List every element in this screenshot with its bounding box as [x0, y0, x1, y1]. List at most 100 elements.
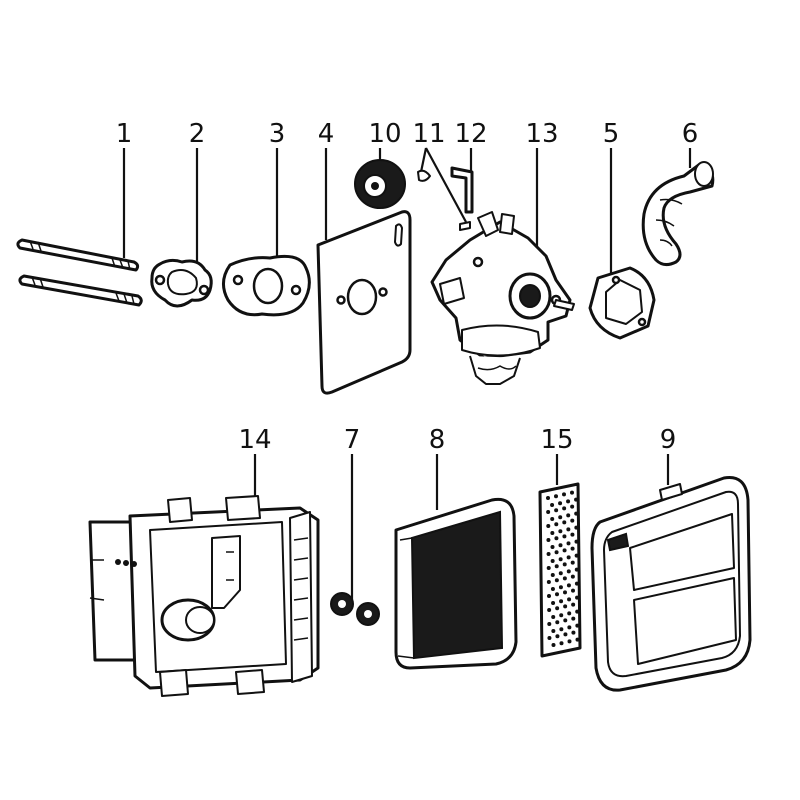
foam-dot	[570, 532, 575, 537]
callout-10: 10	[368, 119, 401, 149]
foam-dot	[563, 632, 568, 637]
foam-dot	[558, 501, 563, 506]
foam-dot	[554, 508, 559, 513]
callout-6: 6	[682, 119, 699, 149]
foam-dot	[575, 595, 580, 600]
foam-perforations	[546, 490, 580, 647]
part-7-nuts	[330, 592, 380, 626]
part-14-filter-base	[88, 495, 320, 697]
foam-dot	[567, 625, 572, 630]
foam-dot	[555, 634, 560, 639]
foam-dot	[566, 541, 571, 546]
foam-dot	[550, 545, 555, 549]
foam-dot	[554, 536, 559, 541]
foam-dot	[563, 618, 568, 623]
foam-dot	[567, 597, 572, 602]
foam-dot	[546, 552, 551, 556]
foam-dot	[554, 522, 559, 527]
foam-dot	[562, 520, 567, 525]
foam-dot	[550, 517, 555, 521]
foam-dot	[558, 529, 563, 534]
foam-dot	[546, 580, 551, 584]
foam-dot	[547, 594, 551, 598]
callout-14: 14	[238, 425, 271, 455]
foam-dot	[574, 511, 579, 516]
foam-dot	[574, 581, 579, 586]
foam-dot	[547, 608, 552, 612]
callout-11: 11	[412, 119, 445, 149]
foam-dot	[555, 620, 560, 625]
foam-dot	[554, 564, 559, 569]
foam-dot	[574, 553, 579, 558]
foam-dot	[562, 492, 566, 497]
foam-dot	[554, 550, 559, 555]
foam-dot	[570, 504, 575, 509]
foam-dot	[571, 602, 576, 607]
foam-dot	[559, 613, 564, 618]
callout-7: 7	[344, 425, 361, 455]
foam-dot	[571, 588, 575, 593]
foam-dot	[559, 627, 564, 632]
callout-numbers: 1 2 3 4 10 11 12 13 5 6 14 7 8 15 9	[116, 119, 699, 455]
foam-dot	[566, 569, 571, 574]
foam-dot	[546, 538, 551, 542]
foam-dot	[559, 599, 564, 604]
callout-1: 1	[116, 119, 133, 149]
part-5-gasket	[588, 266, 656, 340]
part-4-plate-gasket	[316, 210, 412, 395]
part-1-studs	[16, 238, 143, 307]
foam-dot	[550, 559, 555, 563]
foam-dot	[566, 583, 571, 588]
foam-dot	[546, 524, 551, 528]
foam-dot	[558, 515, 563, 520]
foam-dot	[546, 496, 550, 500]
foam-dot	[546, 566, 551, 570]
foam-dot	[574, 525, 579, 530]
callout-4: 4	[318, 119, 335, 149]
callout-12: 12	[454, 119, 487, 149]
foam-dot	[551, 643, 556, 647]
foam-dot	[562, 562, 567, 567]
part-8-filter-element	[394, 497, 518, 670]
callout-9: 9	[660, 425, 677, 455]
foam-dot	[558, 543, 563, 548]
foam-dot	[574, 567, 579, 572]
foam-dot	[550, 531, 555, 535]
foam-dot	[558, 585, 563, 590]
foam-dot	[570, 490, 574, 495]
part-11-pins	[417, 169, 471, 231]
foam-dot	[566, 555, 571, 560]
foam-dot	[562, 534, 567, 539]
callout-5: 5	[603, 119, 620, 149]
foam-dot	[547, 622, 552, 626]
foam-dot	[566, 513, 571, 518]
part-12-hex-key	[450, 166, 474, 214]
foam-dot	[562, 506, 567, 511]
callout-8: 8	[429, 425, 446, 455]
foam-dot	[558, 557, 563, 562]
foam-dot	[551, 601, 556, 605]
part-15-foam-filter	[538, 482, 582, 658]
foam-dot	[559, 641, 564, 646]
foam-dot	[567, 611, 572, 616]
callout-13: 13	[525, 119, 558, 149]
part-6-hose	[641, 161, 715, 267]
foam-dot	[570, 574, 575, 579]
foam-dot	[563, 604, 568, 609]
foam-dot	[563, 590, 567, 595]
foam-dot	[570, 518, 575, 523]
foam-dot	[550, 573, 555, 577]
foam-dot	[571, 616, 576, 621]
foam-dot	[566, 527, 571, 532]
foam-dot	[562, 576, 567, 581]
foam-dot	[558, 571, 563, 576]
foam-dot	[562, 548, 567, 553]
foam-dot	[550, 503, 555, 507]
callout-2: 2	[189, 119, 206, 149]
foam-dot	[546, 510, 551, 514]
foam-dot	[550, 587, 555, 591]
foam-dot	[547, 636, 552, 640]
part-9-filter-cover	[590, 475, 752, 692]
foam-dot	[571, 630, 576, 635]
